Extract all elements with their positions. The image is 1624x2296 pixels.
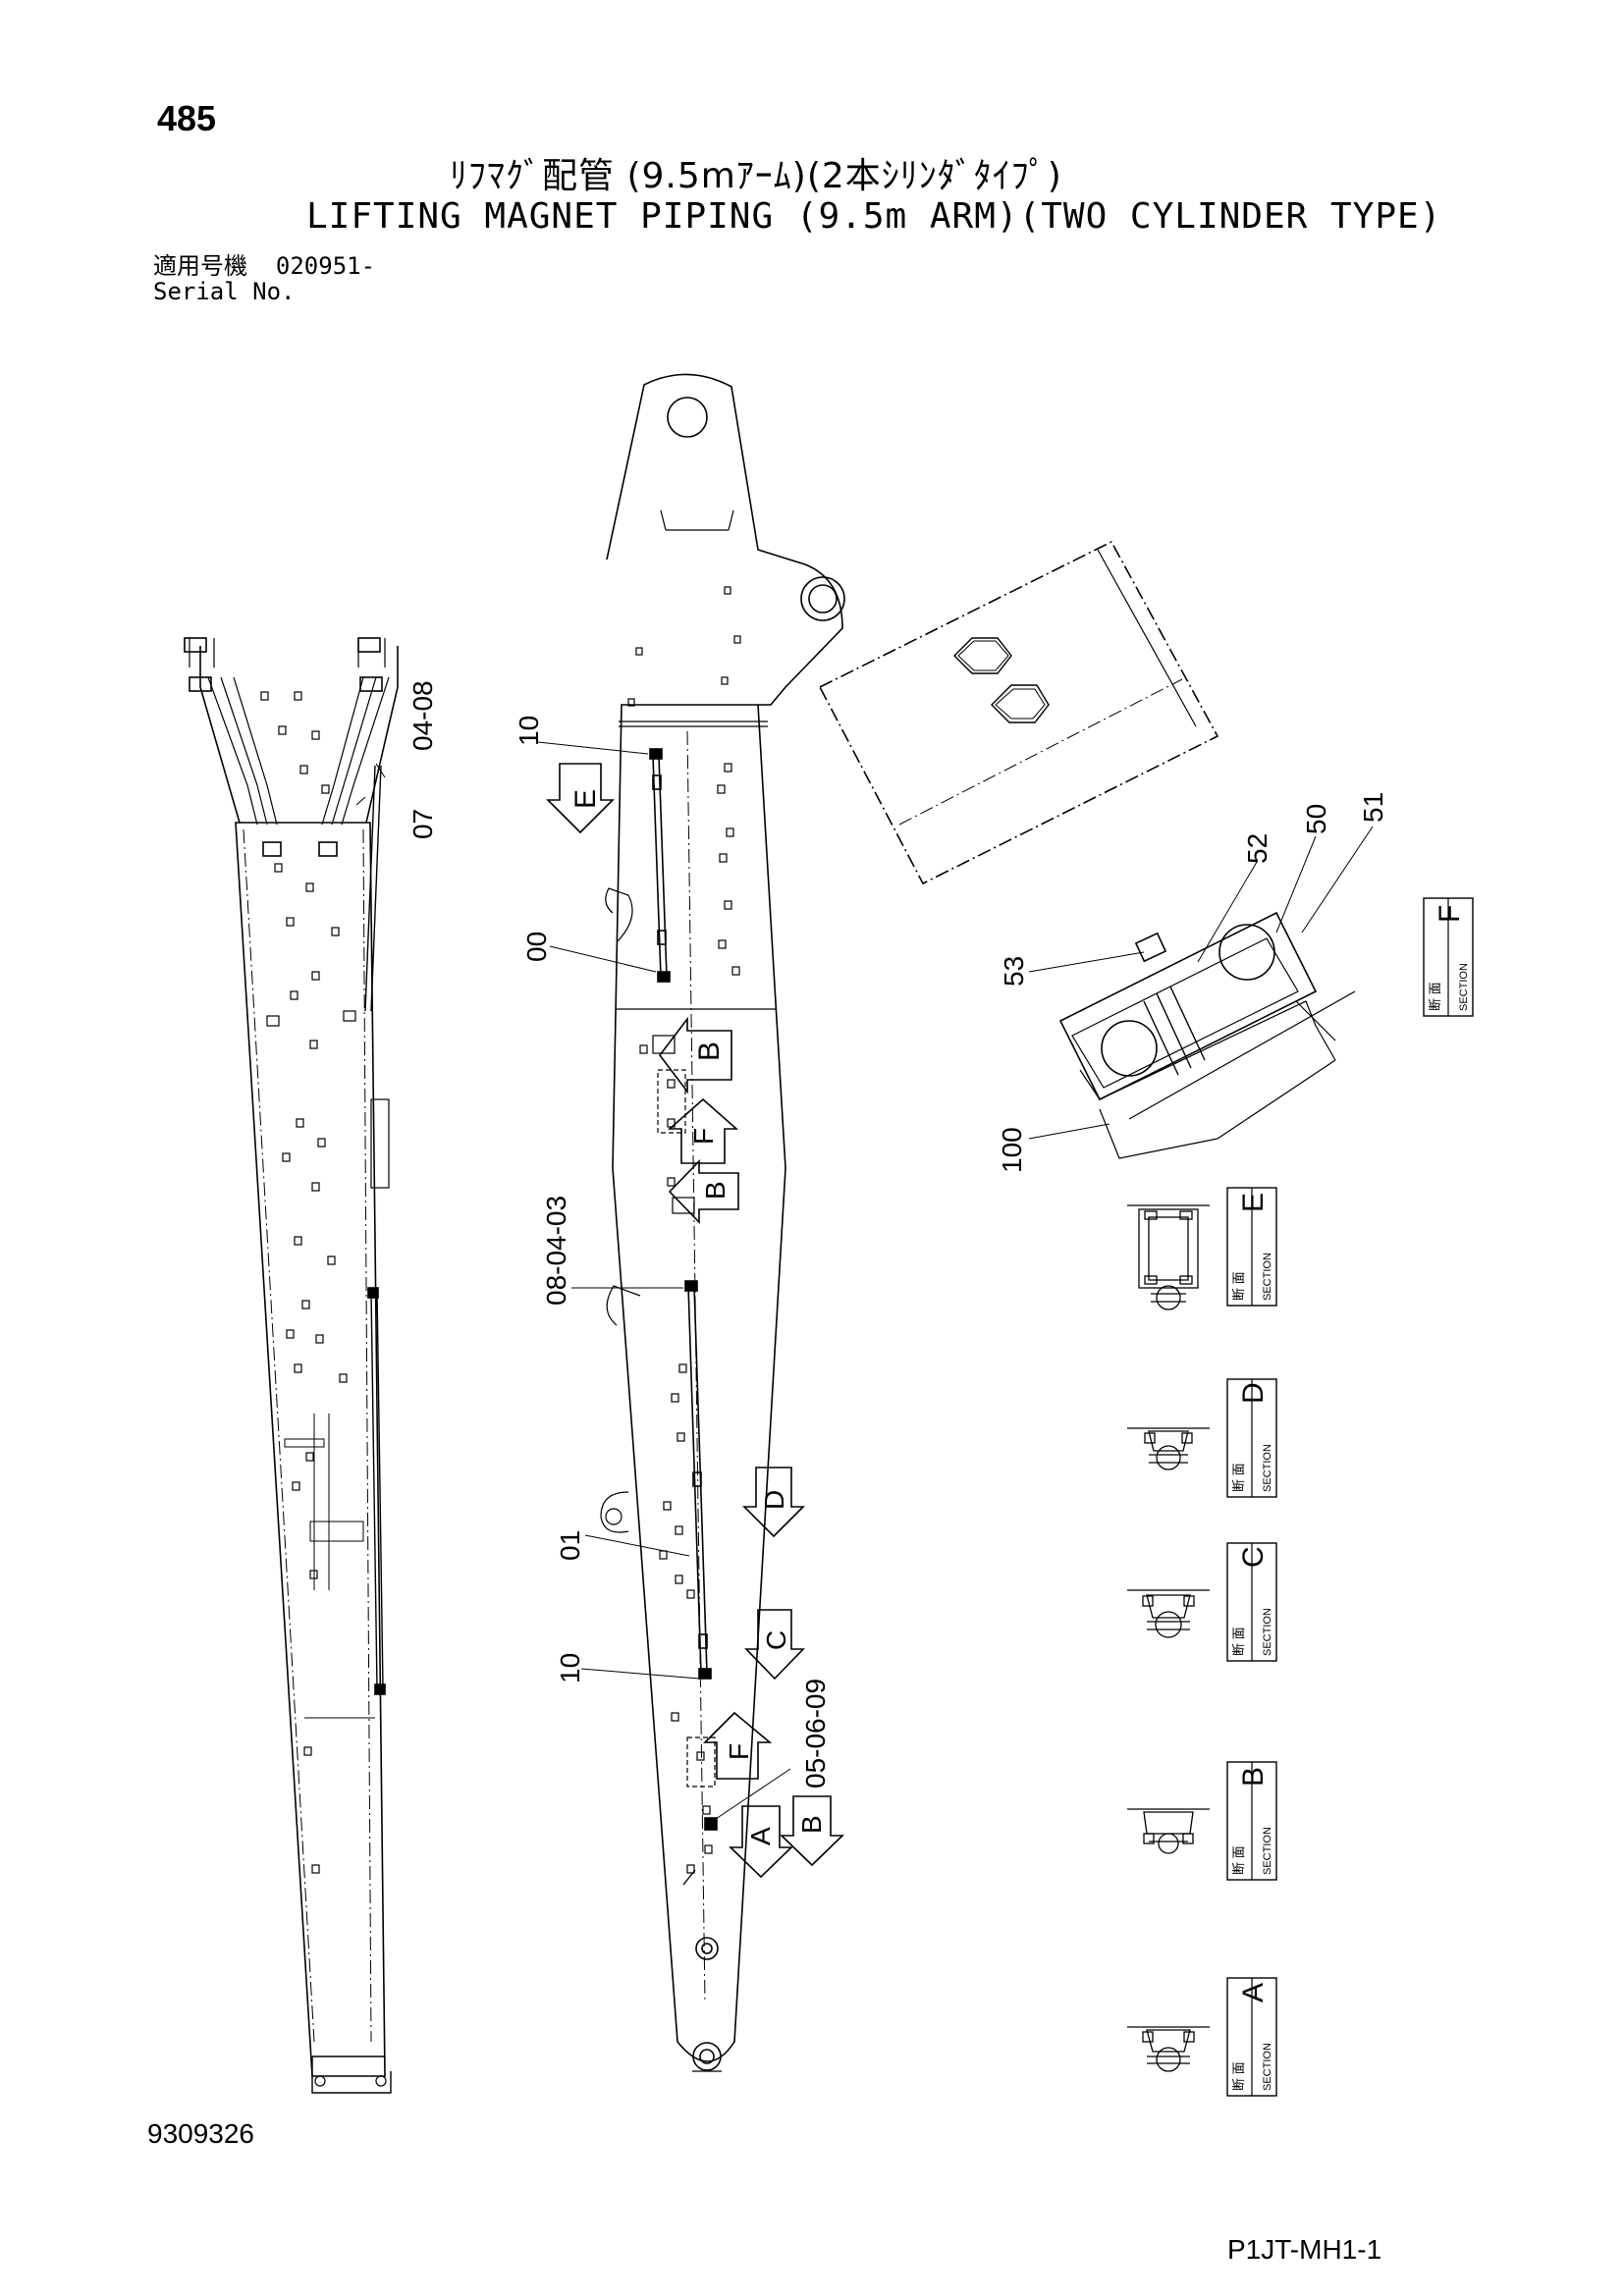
svg-text:E: E [569, 789, 602, 809]
section-sketch-b [1127, 1808, 1210, 1854]
serial-value: 020951- [275, 252, 376, 280]
svg-text:断 面: 断 面 [1231, 2061, 1246, 2091]
callout-52: 52 [1242, 833, 1272, 864]
svg-text:断 面: 断 面 [1231, 1463, 1246, 1492]
svg-text:A: A [1237, 1983, 1270, 2002]
svg-text:SECTION: SECTION [1458, 963, 1470, 1011]
view-arrow-e: E [546, 763, 615, 834]
view-arrow-f-2: F [703, 1711, 773, 1780]
svg-text:断 面: 断 面 [1231, 1845, 1246, 1875]
svg-text:C: C [1237, 1546, 1270, 1568]
svg-text:SECTION: SECTION [1262, 1253, 1273, 1301]
section-label-e: E 断 面 SECTION [1226, 1187, 1277, 1307]
view-arrow-b-1: B [658, 1016, 732, 1095]
svg-text:SECTION: SECTION [1262, 1827, 1273, 1875]
svg-text:断 面: 断 面 [1428, 982, 1442, 1011]
document-number: 9309326 [147, 2118, 255, 2149]
svg-text:F: F [1434, 905, 1466, 923]
svg-text:B: B [693, 1041, 726, 1061]
callout-100: 100 [997, 1127, 1027, 1173]
view-arrow-f-1: F [667, 1097, 739, 1164]
svg-text:E: E [1237, 1193, 1270, 1212]
callout-53: 53 [999, 956, 1029, 987]
callout-51: 51 [1358, 792, 1388, 823]
arm-top-view [537, 373, 845, 2072]
title-japanese: ﾘﾌﾏｸﾞ配管 (9.5mｱｰﾑ)(2本ｼﾘﾝﾀﾞﾀｲﾌﾟ) [450, 156, 1062, 196]
serial-label-jp: 適用号機 [153, 252, 247, 280]
callout-10-bottom: 10 [555, 1653, 585, 1683]
page-code: P1JT-MH1-1 [1227, 2234, 1382, 2265]
callout-05-06-09: 05-06-09 [800, 1679, 831, 1789]
serial-label-en: Serial No. [153, 278, 296, 305]
title-english: LIFTING MAGNET PIPING (9.5m ARM)(TWO CYL… [306, 196, 1442, 237]
callout-04-08: 04-08 [407, 680, 438, 751]
section-sketch-c [1127, 1589, 1210, 1638]
svg-text:SECTION: SECTION [1262, 2043, 1273, 2091]
callout-08-04-03: 08-04-03 [541, 1196, 571, 1306]
serial-block: 適用号機 020951- Serial No. [153, 253, 375, 304]
page-number: 485 [157, 98, 217, 138]
callout-01: 01 [555, 1530, 585, 1561]
section-f-detail [818, 540, 1374, 1159]
section-label-d: D 断 面 SECTION [1226, 1378, 1277, 1498]
view-arrow-b-3: B [780, 1795, 844, 1867]
svg-text:断 面: 断 面 [1231, 1271, 1246, 1301]
callout-00: 00 [521, 932, 552, 962]
view-arrow-c: C [744, 1609, 805, 1681]
svg-text:B: B [1237, 1767, 1270, 1787]
section-sketch-d [1127, 1427, 1210, 1470]
svg-text:F: F [724, 1743, 754, 1760]
svg-text:B: B [796, 1815, 827, 1834]
section-label-a: A 断 面 SECTION [1226, 1977, 1277, 2097]
svg-text:断 面: 断 面 [1231, 1627, 1246, 1656]
section-sketch-a [1127, 2026, 1210, 2072]
section-label-b: B 断 面 SECTION [1226, 1761, 1277, 1881]
view-arrow-b-2: B [668, 1159, 739, 1224]
svg-text:F: F [688, 1128, 719, 1145]
svg-text:A: A [745, 1827, 776, 1845]
callout-50: 50 [1301, 804, 1331, 834]
arm-side-view [184, 637, 399, 2094]
svg-text:SECTION: SECTION [1262, 1444, 1273, 1492]
callout-07: 07 [407, 809, 438, 839]
svg-text:B: B [700, 1181, 731, 1200]
view-arrow-d: D [742, 1467, 805, 1538]
section-label-f: F 断 面 SECTION [1423, 897, 1474, 1017]
callout-10-top: 10 [514, 716, 544, 746]
view-arrow-a: A [729, 1805, 793, 1879]
svg-text:C: C [761, 1630, 791, 1650]
section-sketch-e [1127, 1204, 1210, 1310]
section-label-c: C 断 面 SECTION [1226, 1542, 1277, 1662]
svg-text:SECTION: SECTION [1262, 1608, 1273, 1656]
svg-text:D: D [1237, 1382, 1270, 1404]
svg-text:D: D [759, 1490, 789, 1510]
